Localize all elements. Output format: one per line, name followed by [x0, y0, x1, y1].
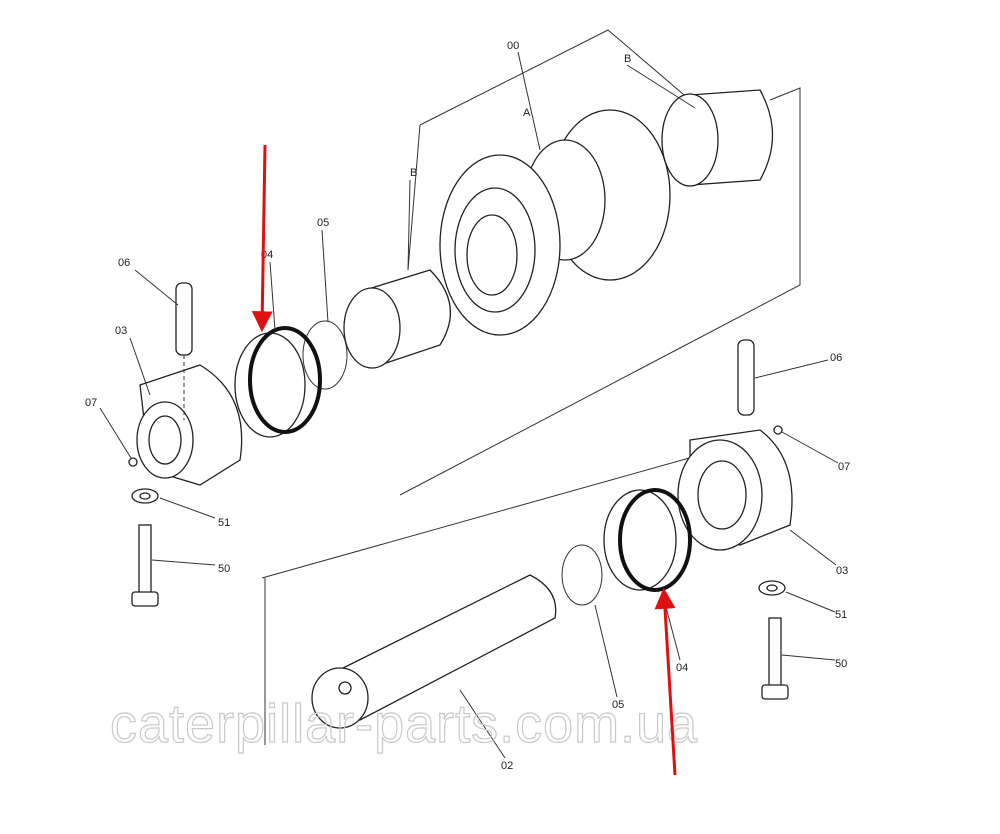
bushing-b-top	[661, 89, 774, 187]
bushing-b-left	[343, 269, 452, 369]
watermark: caterpillar-parts.com.ua	[110, 694, 698, 754]
label-03-right: 03	[836, 565, 848, 577]
label-51-right: 51	[835, 609, 847, 621]
plug-07-right	[773, 425, 783, 435]
label-b-top: B	[624, 53, 631, 65]
plug-07-left	[128, 457, 138, 467]
label-50-left: 50	[218, 563, 230, 575]
collar-03-left	[136, 364, 243, 486]
label-50-right: 50	[835, 658, 847, 670]
label-05-top: 05	[317, 217, 329, 229]
seal-04-top	[234, 326, 322, 438]
seal-04-bottom	[603, 488, 692, 592]
washer-51-left	[131, 488, 159, 504]
label-07-right: 07	[838, 461, 850, 473]
o-ring-05-top	[302, 320, 348, 390]
label-b-left: B	[410, 167, 417, 179]
pin-06-right	[737, 339, 755, 416]
highlight-arrow-top	[251, 144, 273, 333]
bolt-50-left	[131, 524, 159, 607]
label-02: 02	[501, 760, 513, 772]
label-00: 00	[507, 40, 519, 52]
label-a: A	[523, 107, 531, 119]
label-05-bottom: 05	[612, 699, 624, 711]
label-51-left: 51	[218, 517, 230, 529]
leader-lines	[99, 51, 839, 759]
shaft-02	[311, 574, 557, 729]
frame-lines	[261, 29, 801, 745]
label-06-left: 06	[118, 257, 130, 269]
highlight-arrow-bottom	[654, 587, 677, 776]
label-03-left: 03	[115, 325, 127, 337]
label-04-bottom: 04	[676, 662, 688, 674]
pin-06-left	[175, 282, 193, 356]
collar-03-right	[677, 429, 793, 551]
bolt-50-right	[761, 617, 789, 700]
o-ring-05-bottom	[561, 544, 603, 606]
track-roller-a	[439, 109, 671, 336]
washer-51-right	[758, 580, 786, 596]
label-07-left: 07	[85, 397, 97, 409]
label-06-right: 06	[830, 352, 842, 364]
